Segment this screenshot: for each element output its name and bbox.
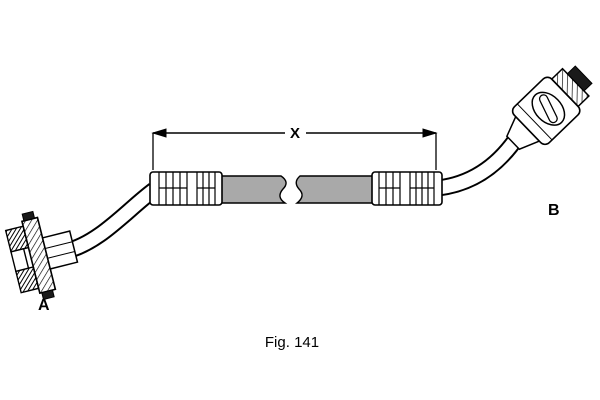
fitting-a-stud-bottom xyxy=(41,289,55,301)
figure-caption: Fig. 141 xyxy=(265,334,319,351)
dimension-arrow-left xyxy=(151,128,167,138)
fitting-a-hex xyxy=(41,230,79,270)
collar-right-ribs-2 xyxy=(409,172,435,205)
hose-right-shape xyxy=(294,175,375,204)
crimp-collar-right xyxy=(371,171,443,206)
fitting-a-stud-top xyxy=(21,210,36,222)
collar-left-ribs-1 xyxy=(158,172,188,205)
fitting-a xyxy=(4,210,79,301)
fitting-a-bracket-center xyxy=(10,247,30,273)
fitting-a-hex-line2 xyxy=(47,250,75,259)
dimension-label: X xyxy=(290,125,300,142)
hose-left-shape xyxy=(219,175,288,204)
hose-curve-left xyxy=(63,183,160,260)
hose-segment-right xyxy=(294,175,375,204)
label-a: A xyxy=(38,297,50,314)
collar-left-ribs-2 xyxy=(196,172,216,205)
crimp-collar-left xyxy=(149,171,223,206)
fitting-b xyxy=(505,65,593,151)
label-b: B xyxy=(548,202,560,219)
hose-segment-left xyxy=(219,175,288,204)
fitting-b-slot xyxy=(538,94,558,124)
collar-right-body xyxy=(371,171,443,206)
hose-curve-right xyxy=(436,131,526,197)
collar-right-ribs-1 xyxy=(378,172,401,205)
dimension-x: X xyxy=(151,125,438,170)
fitting-a-hex-line1 xyxy=(45,241,73,250)
dimension-arrow-right xyxy=(422,128,438,138)
fitting-b-body-line xyxy=(516,103,553,141)
fitting-b-tip xyxy=(566,65,593,92)
